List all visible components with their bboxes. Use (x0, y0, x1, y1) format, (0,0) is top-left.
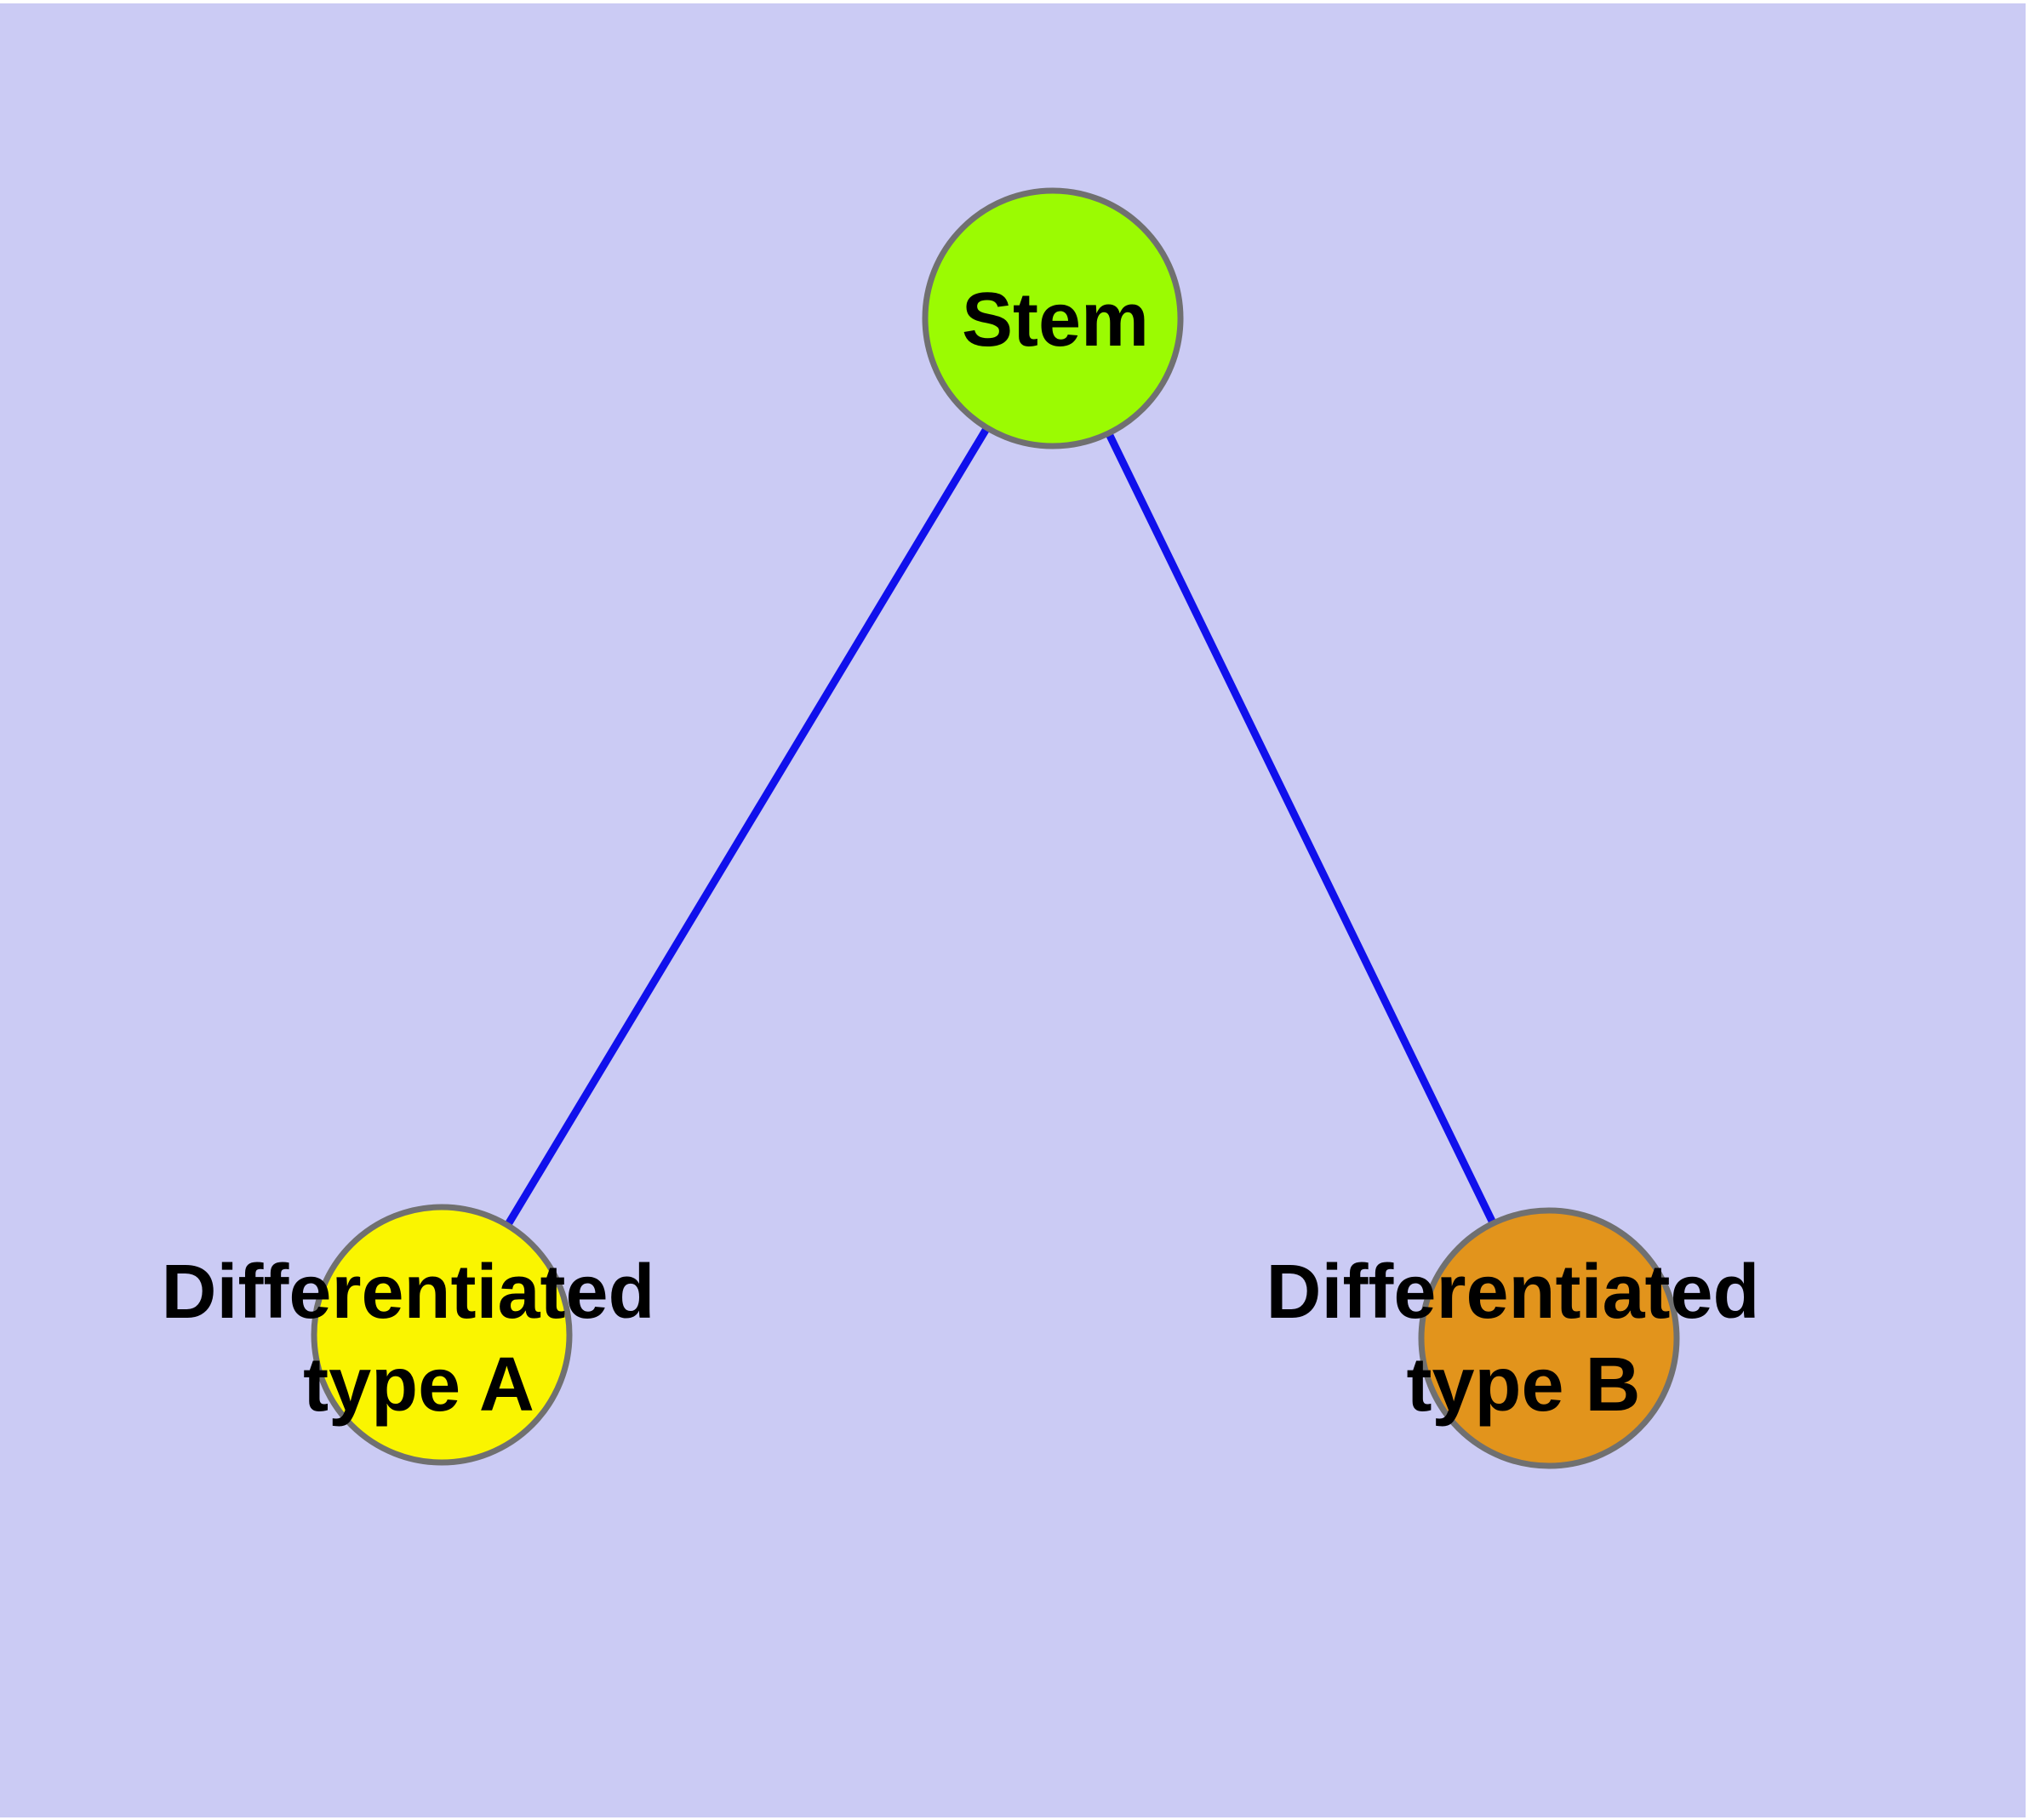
node-label-type-b-line2: type B (1406, 1342, 1640, 1428)
node-label-type-a-line1: Differentiated (161, 1250, 654, 1335)
node-stem (922, 187, 1184, 449)
edge-stem-to-type-b (1049, 317, 1553, 1340)
node-differentiated-type-b (1418, 1207, 1680, 1469)
node-differentiated-type-a (311, 1204, 573, 1466)
node-label-differentiated-type-b: Differentiated type B (1266, 1250, 1780, 1428)
node-label-stem: Stem (962, 278, 1149, 363)
edge-stem-to-type-a (438, 316, 1056, 1337)
node-label-type-a-line2: type A (303, 1342, 534, 1428)
node-label-type-b-line1: Differentiated (1266, 1250, 1759, 1335)
node-label-differentiated-type-a: Differentiated type A (161, 1250, 676, 1428)
